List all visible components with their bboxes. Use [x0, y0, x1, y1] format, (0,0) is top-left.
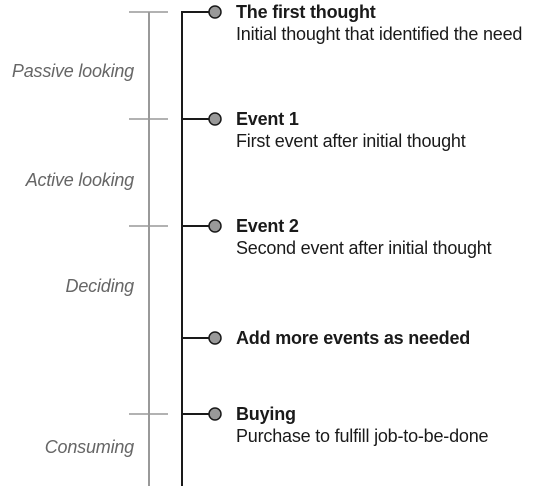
event-node [208, 112, 222, 126]
event-node [208, 5, 222, 19]
phase-label-deciding: Deciding [65, 276, 135, 296]
event-2: Event 2 Second event after initial thoug… [236, 215, 492, 259]
event-add-more: Add more events as needed [236, 327, 470, 349]
event-node [208, 331, 222, 345]
event-buying: Buying Purchase to fulfill job-to-be-don… [236, 403, 489, 447]
event-node [208, 219, 222, 233]
event-description: Purchase to fulfill job-to-be-done [236, 426, 489, 446]
event-description: Second event after initial thought [236, 238, 492, 258]
event-title: Buying [236, 404, 296, 424]
phase-label-consuming: Consuming [44, 437, 134, 457]
event-title: Event 1 [236, 109, 299, 129]
phase-label-active-looking: Active looking [25, 170, 134, 190]
event-description: First event after initial thought [236, 131, 466, 151]
event-1: Event 1 First event after initial though… [236, 108, 466, 152]
phase-label-passive-looking: Passive looking [11, 61, 134, 81]
event-description: Initial thought that identified the need [236, 24, 523, 44]
event-title: Event 2 [236, 216, 299, 236]
event-node [208, 407, 222, 421]
event-first-thought: The first thought Initial thought that i… [236, 1, 522, 45]
event-title: The first thought [236, 2, 376, 22]
event-title: Add more events as needed [236, 328, 471, 348]
